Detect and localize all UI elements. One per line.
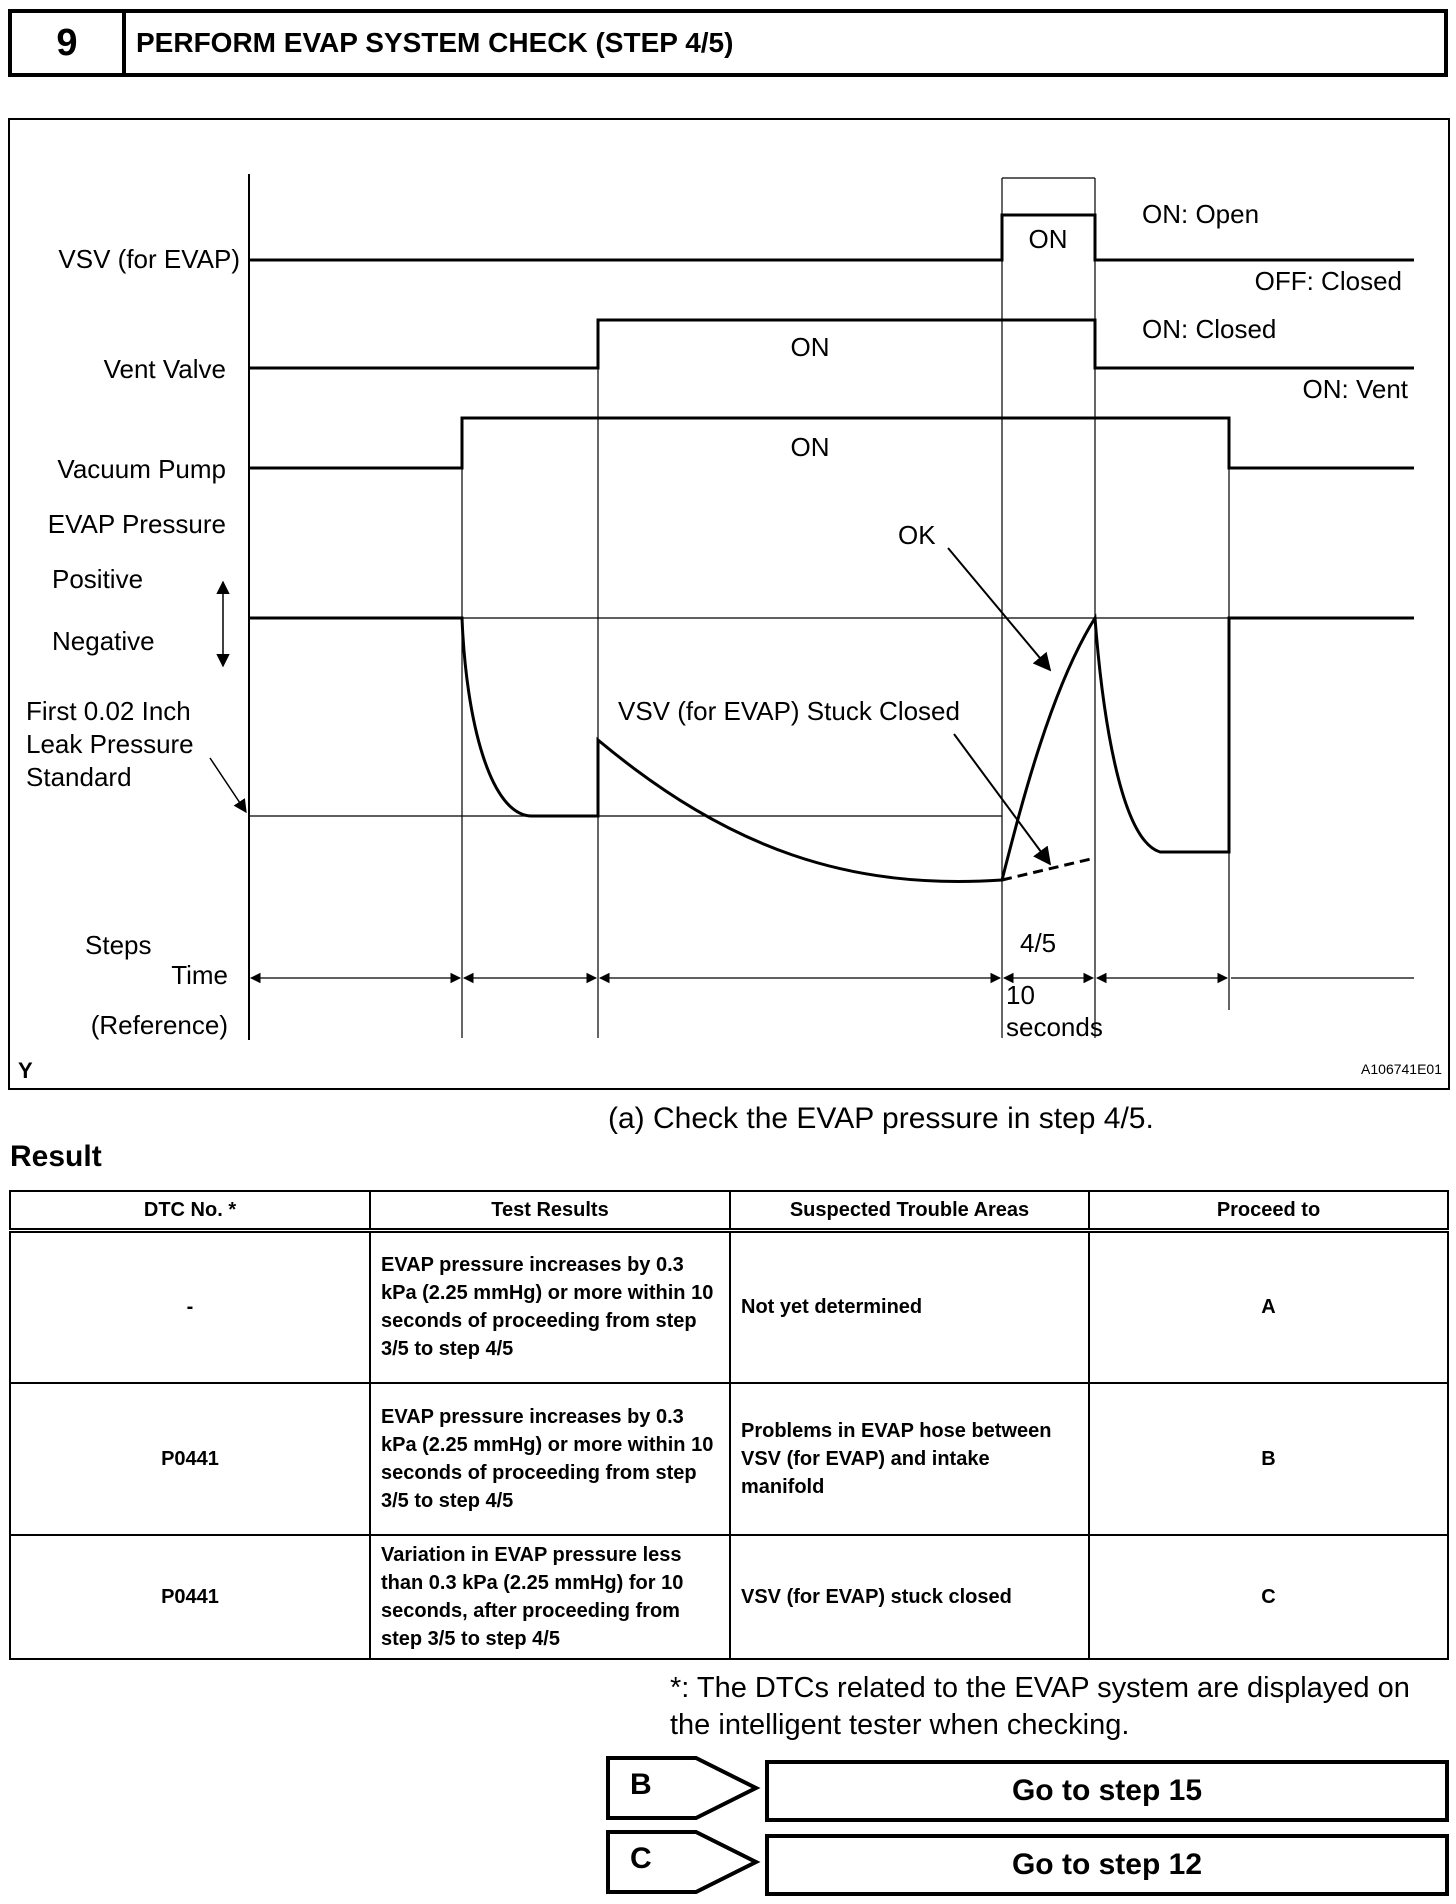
vsv-on-label: ON: [1029, 224, 1068, 254]
area-cell: Problems in EVAP hose between VSV (for E…: [729, 1381, 1090, 1536]
negative-label: Negative: [52, 626, 155, 656]
header-proceed-to: Proceed to: [1088, 1190, 1449, 1233]
leak-standard-pointer: [209, 757, 247, 814]
branch-c-letter: C: [630, 1842, 652, 1875]
leak-standard-label-2: Leak Pressure: [26, 729, 194, 759]
dtc-cell: P0441: [9, 1533, 371, 1660]
duration-unit-label: seconds: [1006, 1012, 1103, 1042]
go-to-step-15-button[interactable]: Go to step 15: [765, 1760, 1449, 1822]
steps-label: Steps: [85, 930, 152, 960]
step-title: PERFORM EVAP SYSTEM CHECK (STEP 4/5): [136, 27, 734, 58]
proceed-cell: B: [1088, 1381, 1449, 1536]
branch-b-letter: B: [630, 1768, 652, 1801]
dtc-cell: P0441: [9, 1381, 371, 1536]
stuck-closed-label: VSV (for EVAP) Stuck Closed: [618, 696, 960, 726]
vsv-on-open-label: ON: Open: [1142, 199, 1259, 229]
leak-standard-label-3: Standard: [26, 762, 132, 792]
header-dtc: DTC No. *: [9, 1190, 371, 1233]
result-cell: EVAP pressure increases by 0.3 kPa (2.25…: [369, 1381, 731, 1536]
instruction-text: (a) Check the EVAP pressure in step 4/5.: [608, 1102, 1154, 1135]
vacuum-pump-label: Vacuum Pump: [57, 454, 226, 484]
vent-valve-waveform: [249, 318, 1414, 370]
table-header-row: DTC No. * Test Results Suspected Trouble…: [9, 1190, 1449, 1233]
leak-standard-label-1: First 0.02 Inch: [26, 696, 191, 726]
step-number: 9: [12, 13, 126, 73]
vsv-label: VSV (for EVAP): [58, 244, 240, 274]
branch-c-tab: [606, 1830, 761, 1894]
figure-id: A106741E01: [1361, 1061, 1442, 1077]
vent-on-label: ON: [791, 332, 830, 362]
vent-valve-label: Vent Valve: [104, 354, 226, 384]
reference-label: (Reference): [91, 1010, 228, 1040]
vacuum-pump-waveform: [249, 416, 1414, 470]
proceed-cell: A: [1088, 1229, 1449, 1384]
ok-pointer: [947, 547, 1052, 672]
vent-on-vent-label: ON: Vent: [1303, 374, 1409, 404]
footnote: *: The DTCs related to the EVAP system a…: [670, 1672, 1410, 1741]
step-header: 9 PERFORM EVAP SYSTEM CHECK (STEP 4/5): [8, 9, 1448, 77]
header-trouble-areas: Suspected Trouble Areas: [729, 1190, 1090, 1233]
evap-pressure-curve: [249, 613, 1414, 883]
stuck-closed-pointer: [953, 733, 1052, 866]
table-row: P0441 EVAP pressure increases by 0.3 kPa…: [9, 1381, 1449, 1536]
step-45-label: 4/5: [1020, 928, 1056, 958]
table-row: P0441 Variation in EVAP pressure less th…: [9, 1533, 1449, 1660]
positive-label: Positive: [52, 564, 143, 594]
ok-label: OK: [898, 520, 936, 550]
area-cell: VSV (for EVAP) stuck closed: [729, 1533, 1090, 1660]
result-cell: EVAP pressure increases by 0.3 kPa (2.25…: [369, 1229, 731, 1384]
vsv-off-closed-label: OFF: Closed: [1255, 266, 1402, 296]
time-label: Time: [171, 960, 228, 990]
timing-diagram-canvas: VSV (for EVAP) Vent Valve Vacuum Pump EV…: [18, 174, 1442, 1083]
proceed-cell: C: [1088, 1533, 1449, 1660]
evap-pressure-label: EVAP Pressure: [48, 509, 226, 539]
branch-b-tab: [606, 1756, 761, 1820]
header-test-results: Test Results: [369, 1190, 731, 1233]
duration-value-label: 10: [1006, 980, 1035, 1010]
dtc-cell: -: [9, 1229, 371, 1384]
pump-on-label: ON: [791, 432, 830, 462]
step-boundaries: [461, 177, 1230, 1038]
timing-diagram: VSV (for EVAP) Vent Valve Vacuum Pump EV…: [8, 118, 1450, 1090]
result-table: DTC No. * Test Results Suspected Trouble…: [9, 1190, 1449, 1660]
table-row: - EVAP pressure increases by 0.3 kPa (2.…: [9, 1229, 1449, 1384]
corner-mark: Y: [18, 1058, 33, 1083]
vsv-waveform: [249, 213, 1414, 262]
area-cell: Not yet determined: [729, 1229, 1090, 1384]
result-heading: Result: [10, 1140, 102, 1173]
go-to-step-12-button[interactable]: Go to step 12: [765, 1834, 1449, 1896]
vent-on-closed-label: ON: Closed: [1142, 314, 1276, 344]
result-cell: Variation in EVAP pressure less than 0.3…: [369, 1533, 731, 1660]
